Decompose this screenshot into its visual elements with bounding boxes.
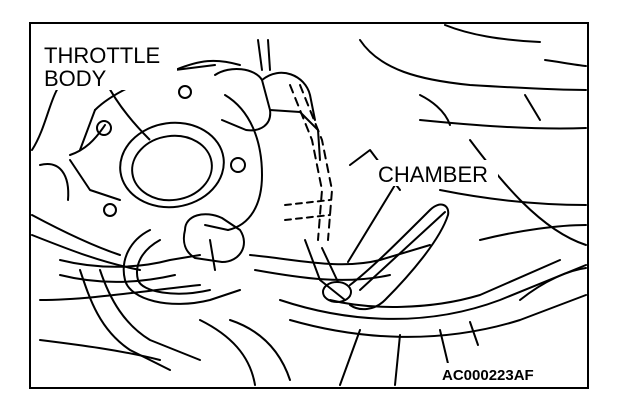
throttle-bore (119, 121, 225, 209)
chamber-leader (347, 184, 396, 263)
figure-code: AC000223AF (442, 367, 534, 384)
label-chamber: CHAMBER (378, 162, 488, 187)
label-throttle-line2: BODY (44, 66, 107, 91)
label-throttle-line1: THROTTLE (44, 43, 160, 68)
